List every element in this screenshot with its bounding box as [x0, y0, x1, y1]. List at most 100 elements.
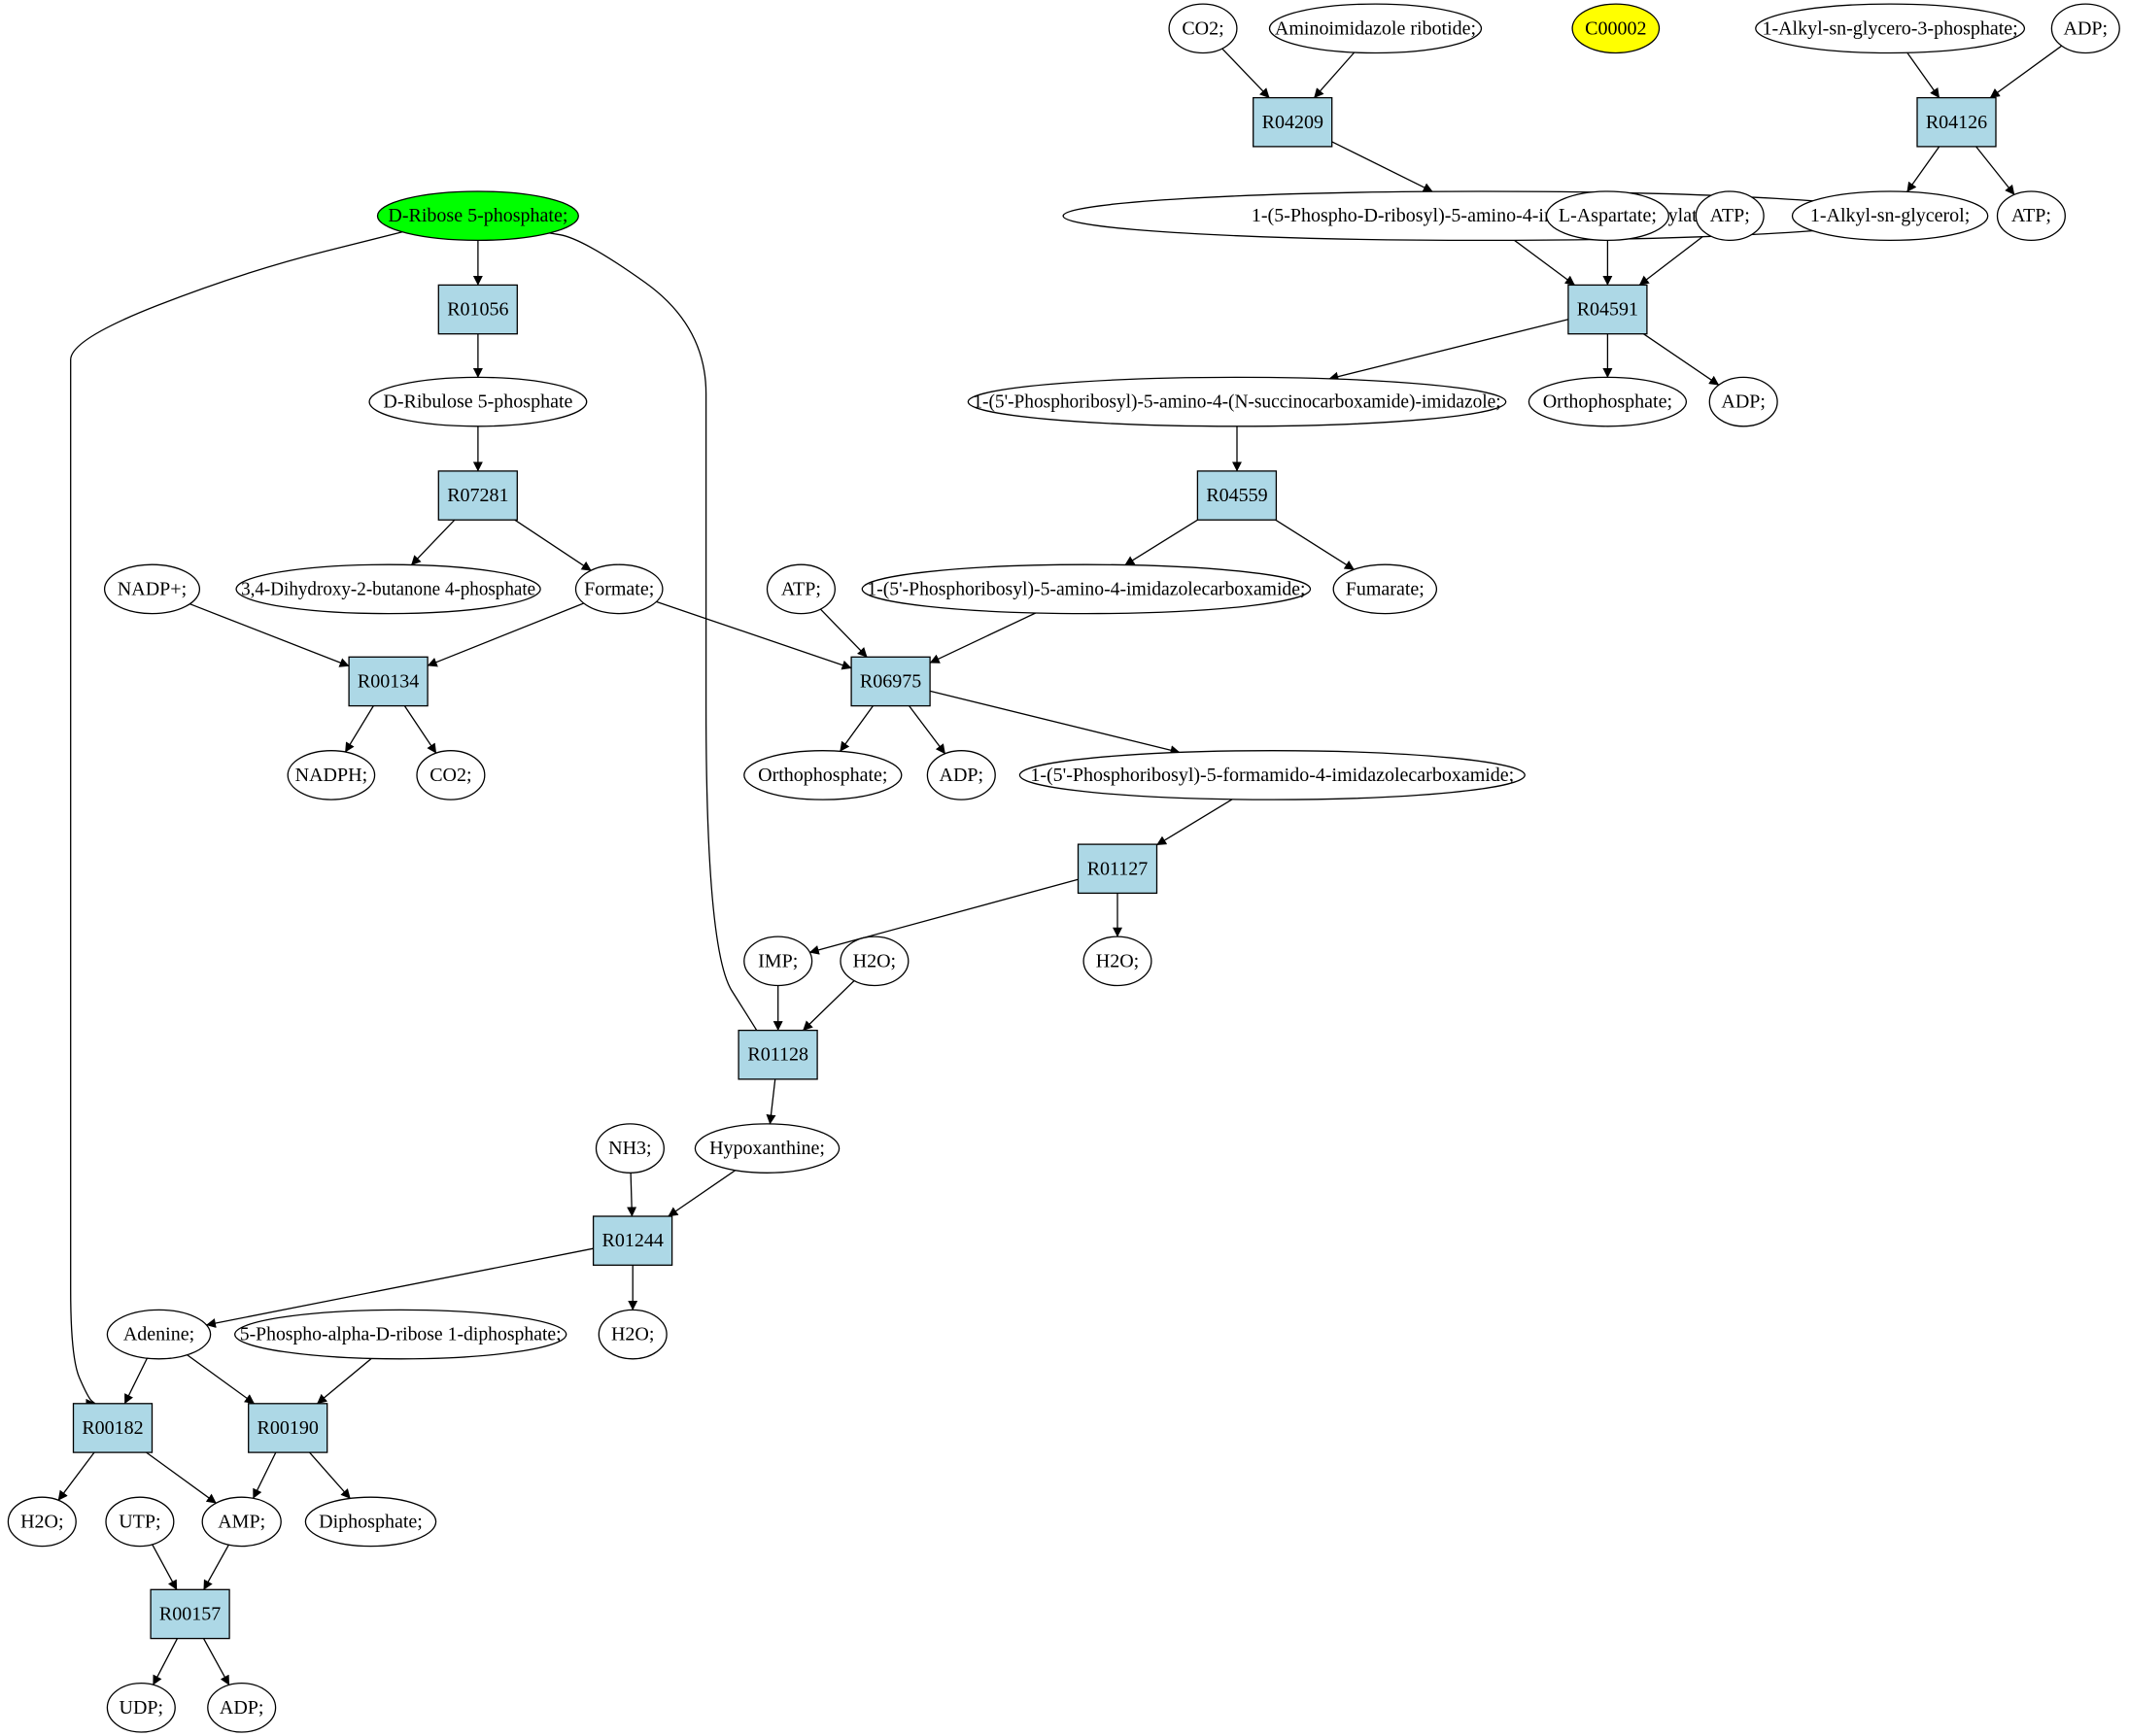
reaction-box[interactable]	[437, 470, 518, 521]
reaction-node-R07281[interactable]: R07281	[437, 470, 518, 521]
compound-ellipse[interactable]	[926, 750, 996, 800]
reaction-node-R04591[interactable]: R04591	[1567, 284, 1648, 335]
compound-ellipse[interactable]	[967, 376, 1507, 427]
compound-node-formate[interactable]: Formate;	[574, 563, 664, 615]
compound-ellipse[interactable]	[1018, 750, 1526, 800]
compound-node-amp[interactable]: AMP;	[201, 1496, 282, 1548]
reaction-node-R01128[interactable]: R01128	[738, 1029, 818, 1080]
compound-node-co2_top[interactable]: CO2;	[1168, 3, 1238, 54]
compound-ellipse[interactable]	[1332, 563, 1438, 615]
compound-ellipse[interactable]	[2050, 3, 2120, 54]
compound-node-co2_b[interactable]: CO2;	[416, 750, 486, 800]
compound-node-atp2[interactable]: ATP;	[766, 563, 836, 615]
compound-ellipse[interactable]	[106, 1309, 212, 1360]
compound-ellipse[interactable]	[416, 750, 486, 800]
compound-ellipse[interactable]	[1168, 3, 1238, 54]
compound-ellipse[interactable]	[304, 1496, 437, 1548]
compound-ellipse[interactable]	[1082, 936, 1152, 987]
reaction-box[interactable]	[437, 284, 518, 335]
compound-node-asp[interactable]: L-Aspartate;	[1545, 190, 1669, 242]
compound-ellipse[interactable]	[376, 190, 579, 242]
compound-node-h2o_a[interactable]: H2O;	[840, 936, 910, 987]
compound-ellipse[interactable]	[766, 563, 836, 615]
compound-ellipse[interactable]	[1528, 376, 1688, 427]
compound-ellipse[interactable]	[861, 563, 1312, 615]
compound-ellipse[interactable]	[287, 750, 376, 800]
reaction-node-R04559[interactable]: R04559	[1196, 470, 1278, 521]
compound-ellipse[interactable]	[1755, 3, 2026, 54]
reaction-node-R01056[interactable]: R01056	[437, 284, 518, 335]
compound-node-utp[interactable]: UTP;	[105, 1496, 175, 1548]
compound-node-alkyl_g3p[interactable]: 1-Alkyl-sn-glycero-3-phosphate;	[1755, 3, 2026, 54]
compound-node-h2o_b[interactable]: H2O;	[1082, 936, 1152, 987]
compound-node-ru5p[interactable]: D-Ribulose 5-phosphate	[368, 376, 588, 427]
compound-ellipse[interactable]	[1791, 190, 1989, 242]
compound-ellipse[interactable]	[598, 1309, 668, 1360]
compound-node-imp[interactable]: IMP;	[743, 936, 813, 987]
reaction-box[interactable]	[1077, 843, 1158, 895]
compound-ellipse[interactable]	[694, 1123, 841, 1174]
reaction-node-R01244[interactable]: R01244	[592, 1215, 673, 1266]
compound-node-faicar[interactable]: 1-(5'-Phosphoribosyl)-5-formamido-4-imid…	[1018, 750, 1526, 800]
compound-ellipse[interactable]	[368, 376, 588, 427]
compound-ellipse[interactable]	[1268, 3, 1483, 54]
reaction-box[interactable]	[248, 1403, 328, 1453]
compound-node-saicar[interactable]: 1-(5'-Phosphoribosyl)-5-amino-4-(N-succi…	[967, 376, 1507, 427]
reaction-box[interactable]	[1916, 96, 1997, 148]
compound-ellipse[interactable]	[235, 563, 541, 615]
compound-node-atp_r04126[interactable]: ATP;	[1996, 190, 2066, 242]
compound-ellipse[interactable]	[105, 1496, 175, 1548]
reaction-box[interactable]	[1196, 470, 1278, 521]
reaction-box[interactable]	[348, 656, 429, 707]
compound-ellipse[interactable]	[1996, 190, 2066, 242]
compound-ellipse[interactable]	[743, 936, 813, 987]
compound-ellipse[interactable]	[840, 936, 910, 987]
reaction-node-R04209[interactable]: R04209	[1253, 96, 1333, 148]
compound-node-prpp[interactable]: 5-Phospho-alpha-D-ribose 1-diphosphate;	[234, 1309, 567, 1360]
reaction-node-R00190[interactable]: R00190	[248, 1403, 328, 1453]
reaction-node-R00182[interactable]: R00182	[72, 1403, 154, 1453]
compound-ellipse[interactable]	[1571, 3, 1661, 54]
compound-ellipse[interactable]	[234, 1309, 567, 1360]
reaction-box[interactable]	[1253, 96, 1333, 148]
reaction-node-R01127[interactable]: R01127	[1077, 843, 1158, 895]
compound-node-cair[interactable]: 1-(5-Phospho-D-ribosyl)-5-amino-4-imidaz…	[1062, 190, 1901, 242]
compound-node-adp3[interactable]: ADP;	[207, 1682, 277, 1733]
compound-ellipse[interactable]	[1545, 190, 1669, 242]
compound-node-fumarate[interactable]: Fumarate;	[1332, 563, 1438, 615]
compound-node-pi2[interactable]: Orthophosphate;	[743, 750, 903, 800]
compound-ellipse[interactable]	[574, 563, 664, 615]
compound-node-udp[interactable]: UDP;	[106, 1682, 176, 1733]
reaction-node-R00134[interactable]: R00134	[348, 656, 429, 707]
reaction-node-R00157[interactable]: R00157	[150, 1588, 230, 1640]
compound-node-nadph[interactable]: NADPH;	[287, 750, 376, 800]
compound-node-h2o_d[interactable]: H2O;	[7, 1496, 77, 1548]
compound-node-hypox[interactable]: Hypoxanthine;	[694, 1123, 841, 1174]
compound-node-r5p[interactable]: D-Ribose 5-phosphate;	[376, 190, 579, 242]
reaction-box[interactable]	[1567, 284, 1648, 335]
compound-node-alkyl_glycerol[interactable]: 1-Alkyl-sn-glycerol;	[1791, 190, 1989, 242]
compound-ellipse[interactable]	[207, 1682, 277, 1733]
compound-node-pi1[interactable]: Orthophosphate;	[1528, 376, 1688, 427]
compound-ellipse[interactable]	[1708, 376, 1778, 427]
compound-node-ppi[interactable]: Diphosphate;	[304, 1496, 437, 1548]
compound-ellipse[interactable]	[201, 1496, 282, 1548]
compound-node-adp2[interactable]: ADP;	[926, 750, 996, 800]
compound-node-h2o_c[interactable]: H2O;	[598, 1309, 668, 1360]
reaction-box[interactable]	[72, 1403, 154, 1453]
compound-node-adp_top[interactable]: ADP;	[2050, 3, 2120, 54]
compound-node-adenine[interactable]: Adenine;	[106, 1309, 212, 1360]
compound-ellipse[interactable]	[7, 1496, 77, 1548]
compound-ellipse[interactable]	[595, 1123, 665, 1174]
compound-node-adp1[interactable]: ADP;	[1708, 376, 1778, 427]
compound-node-dhbp[interactable]: 3,4-Dihydroxy-2-butanone 4-phosphate	[235, 563, 541, 615]
compound-node-c00002[interactable]: C00002	[1571, 3, 1661, 54]
reaction-box[interactable]	[738, 1029, 818, 1080]
compound-node-air[interactable]: Aminoimidazole ribotide;	[1268, 3, 1483, 54]
compound-node-nadp[interactable]: NADP+;	[103, 563, 201, 615]
compound-ellipse[interactable]	[103, 563, 201, 615]
compound-node-aicar[interactable]: 1-(5'-Phosphoribosyl)-5-amino-4-imidazol…	[861, 563, 1312, 615]
reaction-box[interactable]	[850, 656, 931, 707]
compound-ellipse[interactable]	[743, 750, 903, 800]
compound-node-atp1[interactable]: ATP;	[1695, 190, 1765, 242]
